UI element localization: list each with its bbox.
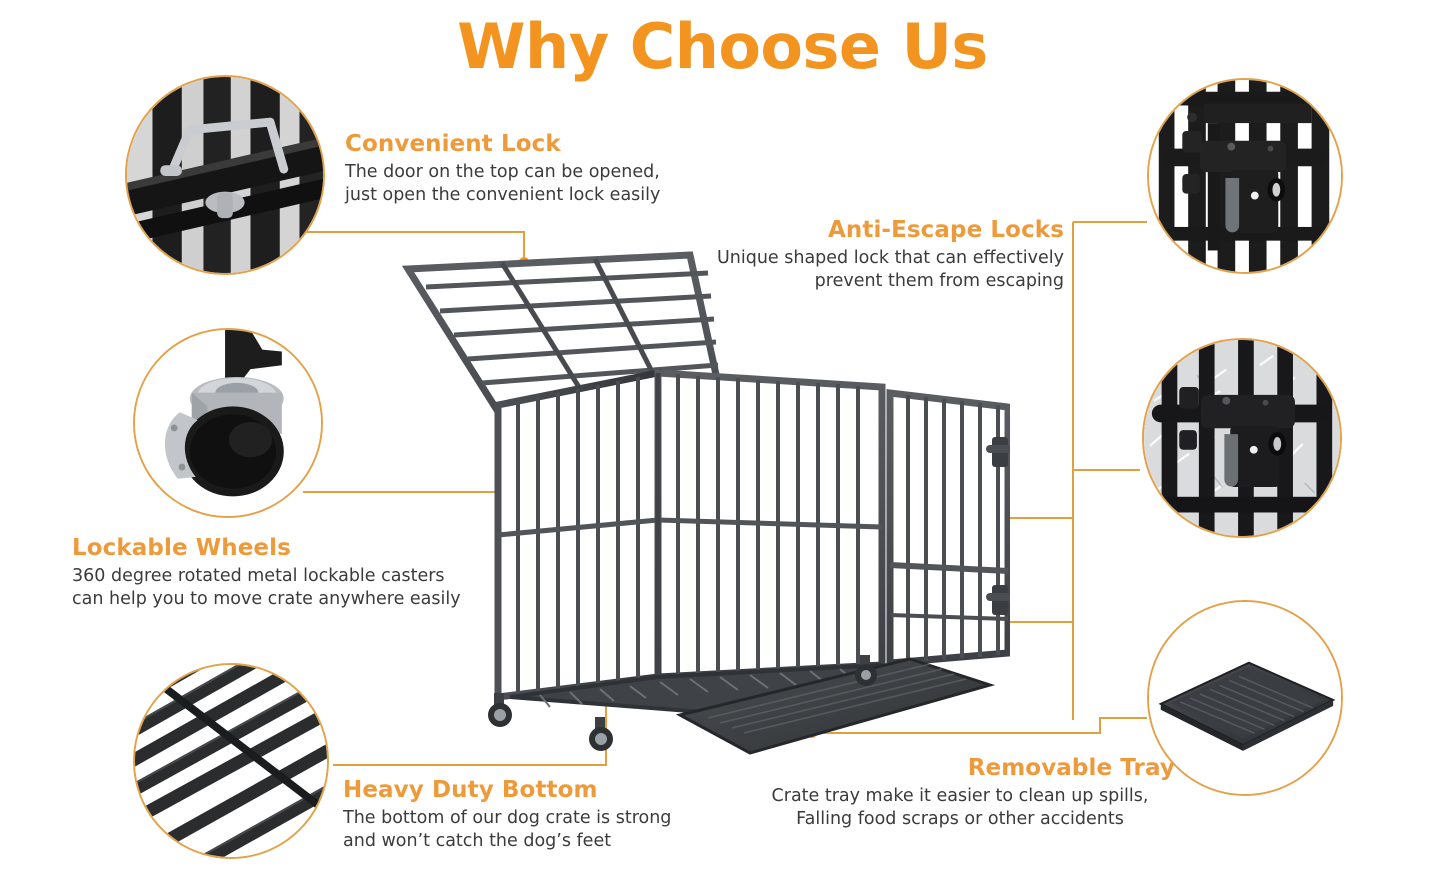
lock-hasp-plate <box>1231 170 1286 233</box>
feature-heavy-duty-bottom: Heavy Duty Bottom The bottom of our dog … <box>343 777 723 853</box>
slide-bolt <box>1162 140 1326 173</box>
latch-wingnut <box>205 191 245 219</box>
lock-tongue <box>1224 434 1239 487</box>
feature-body: Unique shaped lock that can effectively … <box>660 247 1064 293</box>
lower-door-latch <box>986 585 1010 615</box>
feature-body: The door on the top can be opened, just … <box>345 161 705 207</box>
feature-body-line2: prevent them from escaping <box>814 271 1064 292</box>
bars-foreground <box>1144 340 1340 536</box>
upper-door-latch <box>986 437 1010 467</box>
inset-photo-anti-escape-lock-side <box>1142 338 1342 538</box>
feature-heading: Heavy Duty Bottom <box>343 777 598 803</box>
caster-brake-lever <box>165 412 198 479</box>
feature-heading: Anti-Escape Locks <box>827 217 1064 243</box>
inset-photo-lockable-wheel <box>133 328 323 518</box>
side-door-open <box>886 389 1010 667</box>
tray-body <box>1158 661 1336 751</box>
hinge-left <box>1179 387 1199 450</box>
feature-heading: Convenient Lock <box>345 131 561 157</box>
inset-photo-convenient-lock <box>125 75 325 275</box>
feature-body: 360 degree rotated metal lockable caster… <box>72 565 512 611</box>
feature-body-line1: Unique shaped lock that can effectively <box>716 248 1064 269</box>
feature-body-line1: The bottom of our dog crate is strong <box>343 808 672 829</box>
lock-hasp-plate <box>1230 426 1287 487</box>
feature-body-line2: can help you to move crate anywhere easi… <box>72 589 461 610</box>
door-frame-plate <box>1203 103 1312 251</box>
inset-photo-heavy-duty-bottom <box>133 663 329 859</box>
tray-ribs <box>1180 675 1313 734</box>
feature-lockable-wheels: Lockable Wheels 360 degree rotated metal… <box>72 535 512 611</box>
caster-wheel <box>181 406 284 497</box>
crate-leg <box>225 330 282 387</box>
pull-out-tray <box>675 657 996 755</box>
feature-body-line1: The door on the top can be opened, <box>345 162 660 183</box>
front-panel-bars <box>494 368 886 701</box>
page-title: Why Choose Us <box>457 10 988 83</box>
feature-body: The bottom of our dog crate is strong an… <box>343 807 723 853</box>
inset-photo-removable-tray <box>1147 600 1343 796</box>
feature-body-line2: and won’t catch the dog’s feet <box>343 831 612 852</box>
hinge-left <box>1182 112 1202 194</box>
feature-body-line2: Falling food scraps or other accidents <box>796 809 1124 830</box>
feature-removable-tray: Removable Tray Crate tray make it easier… <box>745 755 1175 831</box>
feature-anti-escape-locks: Anti-Escape Locks Unique shaped lock tha… <box>660 217 1064 293</box>
cross-rails <box>135 665 327 816</box>
feature-convenient-lock: Convenient Lock The door on the top can … <box>345 131 705 207</box>
feature-body-line2: just open the convenient lock easily <box>345 185 661 206</box>
product-image-dog-crate <box>390 245 1010 775</box>
feature-body: Crate tray make it easier to clean up sp… <box>745 785 1175 831</box>
feature-heading: Removable Tray <box>967 755 1175 781</box>
feature-body-line1: 360 degree rotated metal lockable caster… <box>72 566 445 587</box>
slide-bolt <box>1151 394 1329 429</box>
feature-heading: Lockable Wheels <box>72 535 291 561</box>
latch-pin-left <box>160 165 182 176</box>
inset-photo-anti-escape-lock-top <box>1147 78 1343 274</box>
lock-tongue <box>1225 177 1240 233</box>
wire-latch-handle <box>167 117 289 176</box>
feature-body-line1: Crate tray make it easier to clean up sp… <box>771 786 1149 807</box>
caster-wheels <box>488 655 877 751</box>
